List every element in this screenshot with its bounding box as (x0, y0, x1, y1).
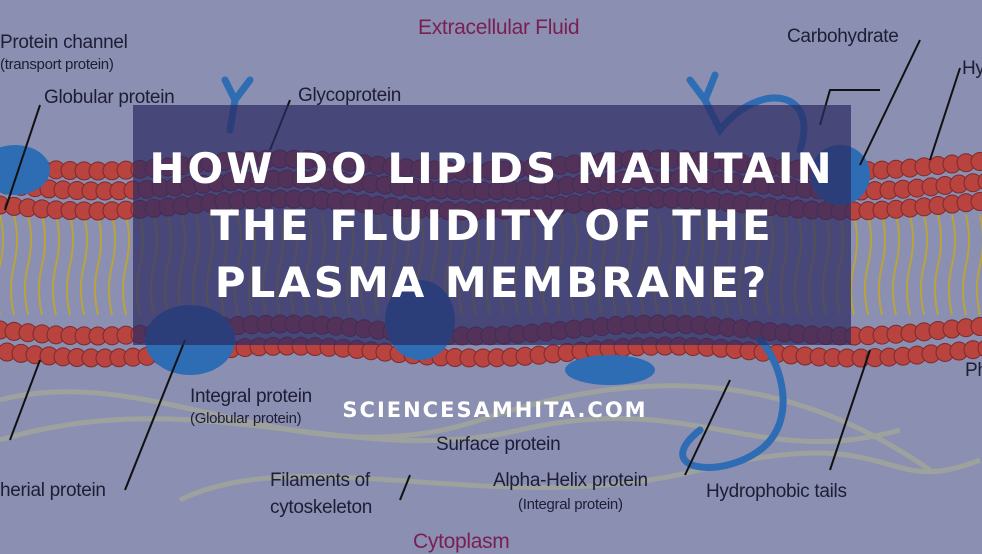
phospholipid-head (970, 191, 982, 211)
label-carbohydrate: Carbohydrate (787, 26, 899, 47)
label-transport-protein: (transport protein) (0, 56, 114, 73)
lipid-tail (920, 214, 928, 316)
label-integral-protein-sub: (Integral protein) (518, 496, 623, 513)
title-line-1: HOW DO LIPIDS MAINTAIN (149, 144, 835, 193)
label-globular-protein-sub: (Globular protein) (190, 410, 302, 427)
lipid-tail (906, 214, 914, 316)
label-hy: Hy (962, 58, 982, 79)
label-hydrophobic-tails: Hydrophobic tails (706, 481, 847, 502)
label-ph: Ph (965, 360, 982, 381)
lipid-tail (850, 214, 858, 316)
lipid-tail (66, 214, 74, 316)
lipid-tail (864, 214, 872, 316)
label-globular-protein: Globular protein (44, 87, 175, 108)
lipid-tail (976, 214, 982, 316)
lipid-tail (24, 214, 32, 316)
lipid-tail (38, 214, 46, 316)
label-alpha-helix: Alpha-Helix protein (493, 470, 648, 491)
label-peripheral-protein: herial protein (0, 480, 106, 501)
label-glycoprotein: Glycoprotein (298, 85, 402, 106)
title-line-2: THE FLUIDITY OF THE (210, 201, 774, 250)
lipid-tail (108, 214, 116, 316)
lipid-tail (122, 214, 130, 316)
phospholipid-head (970, 316, 982, 336)
phospholipid-head (977, 340, 982, 357)
phospholipid-head (977, 173, 982, 190)
label-cytoplasm: Cytoplasm (413, 530, 510, 553)
phospholipid-head (963, 173, 982, 193)
lipid-tail (962, 214, 970, 316)
lipid-tail (52, 214, 60, 316)
lipid-tail (878, 214, 886, 316)
lipid-tail (934, 214, 942, 316)
label-surface-protein: Surface protein (436, 434, 561, 455)
title-line-3: PLASMA MEMBRANE? (214, 258, 770, 307)
title-overlay (133, 105, 851, 345)
label-extracellular-fluid: Extracellular Fluid (418, 16, 580, 39)
article-title: HOW DO LIPIDS MAINTAIN THE FLUIDITY OF T… (133, 140, 851, 311)
phospholipid-head (970, 151, 982, 171)
lipid-tail (80, 214, 88, 316)
label-protein-channel: Protein channel (0, 32, 128, 53)
leader-lines (4, 39, 961, 501)
label-filaments: Filaments of (270, 470, 370, 491)
label-integral-protein: Integral protein (190, 386, 312, 407)
phospholipid-head (963, 340, 982, 360)
lipid-tail (10, 214, 18, 316)
lipid-tail (948, 214, 956, 316)
lipid-tail (892, 214, 900, 316)
lipid-tail (94, 214, 102, 316)
lipid-tail (0, 214, 4, 315)
site-watermark: SCIENCESAMHITA.COM (342, 398, 648, 422)
label-cytoskeleton: cytoskeleton (270, 497, 373, 518)
